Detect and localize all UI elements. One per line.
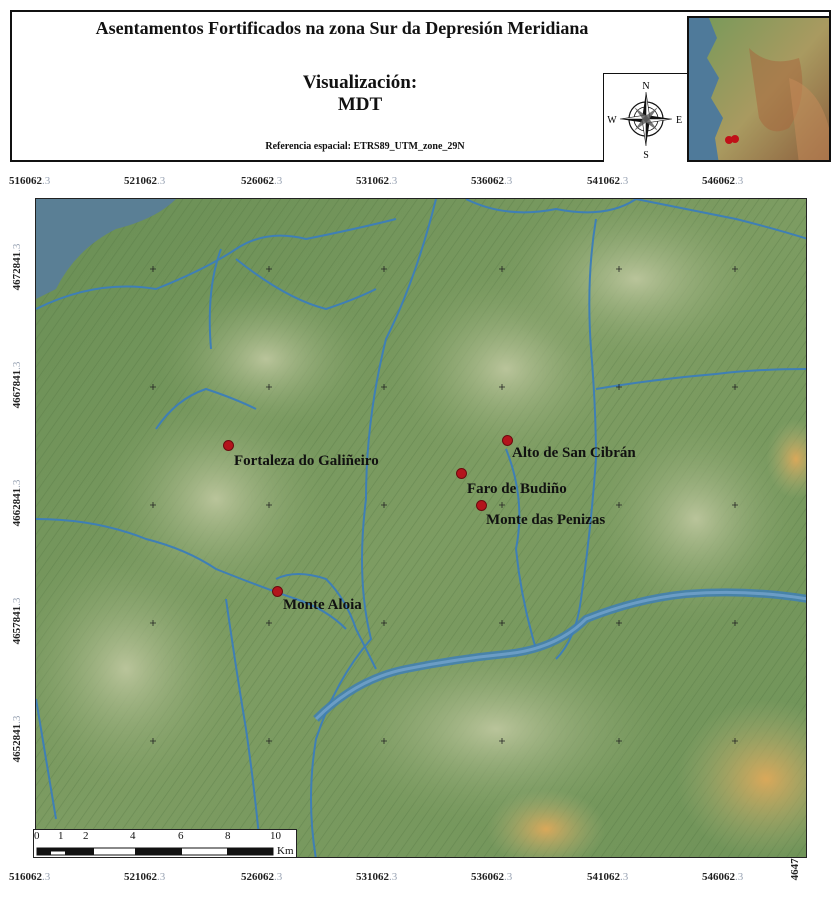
compass-e: E xyxy=(676,115,682,126)
x-bot-tick-1: 521062.3 xyxy=(124,871,166,883)
scale-number-0: 0 xyxy=(34,830,40,842)
site-marker-aloia[interactable] xyxy=(272,586,283,597)
x-bot-tick-6: 546062.3 xyxy=(702,871,744,883)
y-left-tick-4: 4652841.3 xyxy=(11,715,23,763)
inset-overview-map xyxy=(687,16,831,162)
compass-w: W xyxy=(607,115,617,126)
site-label-san-cibran: Alto de San Cibrán xyxy=(512,445,636,461)
y-left-tick-0: 4672841.3 xyxy=(11,243,23,291)
x-bot-tick-0: 516062.3 xyxy=(9,871,51,883)
inset-location-marker xyxy=(725,136,733,144)
subtitle-line-2: MDT xyxy=(337,94,383,115)
subtitle-line-1: Visualización: xyxy=(302,72,418,93)
x-top-tick-0: 516062.3 xyxy=(9,175,51,187)
terrain-relief xyxy=(36,199,806,857)
x-bot-tick-2: 526062.3 xyxy=(241,871,283,883)
site-label-penizas: Monte das Penizas xyxy=(486,512,606,528)
map-subtitle: Visualización: MDT xyxy=(210,72,510,116)
map-title: Asentamentos Fortificados na zona Sur da… xyxy=(95,18,589,38)
scale-number-8: 8 xyxy=(225,830,231,842)
y-left-tick-2: 4662841.3 xyxy=(11,479,23,527)
scale-number-1: 1 xyxy=(58,830,64,842)
site-label-aloia: Monte Aloia xyxy=(283,597,362,613)
x-bot-tick-4: 536062.3 xyxy=(471,871,513,883)
y-left-tick-1: 4667841.3 xyxy=(11,361,23,409)
site-marker-galineiro[interactable] xyxy=(223,440,234,451)
site-marker-san-cibran[interactable] xyxy=(502,435,513,446)
y-left-tick-3: 4657841.3 xyxy=(11,597,23,645)
x-top-tick-6: 546062.3 xyxy=(702,175,744,187)
x-bot-tick-3: 531062.3 xyxy=(356,871,398,883)
compass-rose-icon: N S E W xyxy=(607,81,682,161)
x-top-tick-2: 526062.3 xyxy=(241,175,283,187)
grid-crosses xyxy=(150,266,738,744)
compass-rose-box: N S E W xyxy=(603,73,687,162)
scale-bar: 0 1 2 4 6 8 10 Km xyxy=(33,829,297,858)
scale-number-4: 4 xyxy=(130,830,136,842)
scale-number-2: 2 xyxy=(83,830,89,842)
site-label-budino: Faro de Budiño xyxy=(467,481,567,497)
site-marker-penizas[interactable] xyxy=(476,500,487,511)
river-network xyxy=(36,199,806,857)
scale-bar-unit: Km xyxy=(277,845,294,857)
main-map[interactable]: Fortaleza do Galiñeiro Alto de San Cibrá… xyxy=(35,198,807,858)
x-top-tick-1: 521062.3 xyxy=(124,175,166,187)
x-bot-tick-5: 541062.3 xyxy=(587,871,629,883)
x-top-tick-4: 536062.3 xyxy=(471,175,513,187)
scale-bar-graphic xyxy=(36,847,274,856)
scale-number-6: 6 xyxy=(178,830,184,842)
x-top-tick-3: 531062.3 xyxy=(356,175,398,187)
compass-s: S xyxy=(643,150,649,161)
x-top-tick-5: 541062.3 xyxy=(587,175,629,187)
scale-number-10: 10 xyxy=(270,830,281,842)
site-label-galineiro: Fortaleza do Galiñeiro xyxy=(234,453,379,469)
site-marker-budino[interactable] xyxy=(456,468,467,479)
compass-n: N xyxy=(642,81,649,92)
spatial-reference: Referencia espacial: ETRS89_UTM_zone_29N xyxy=(265,141,465,152)
